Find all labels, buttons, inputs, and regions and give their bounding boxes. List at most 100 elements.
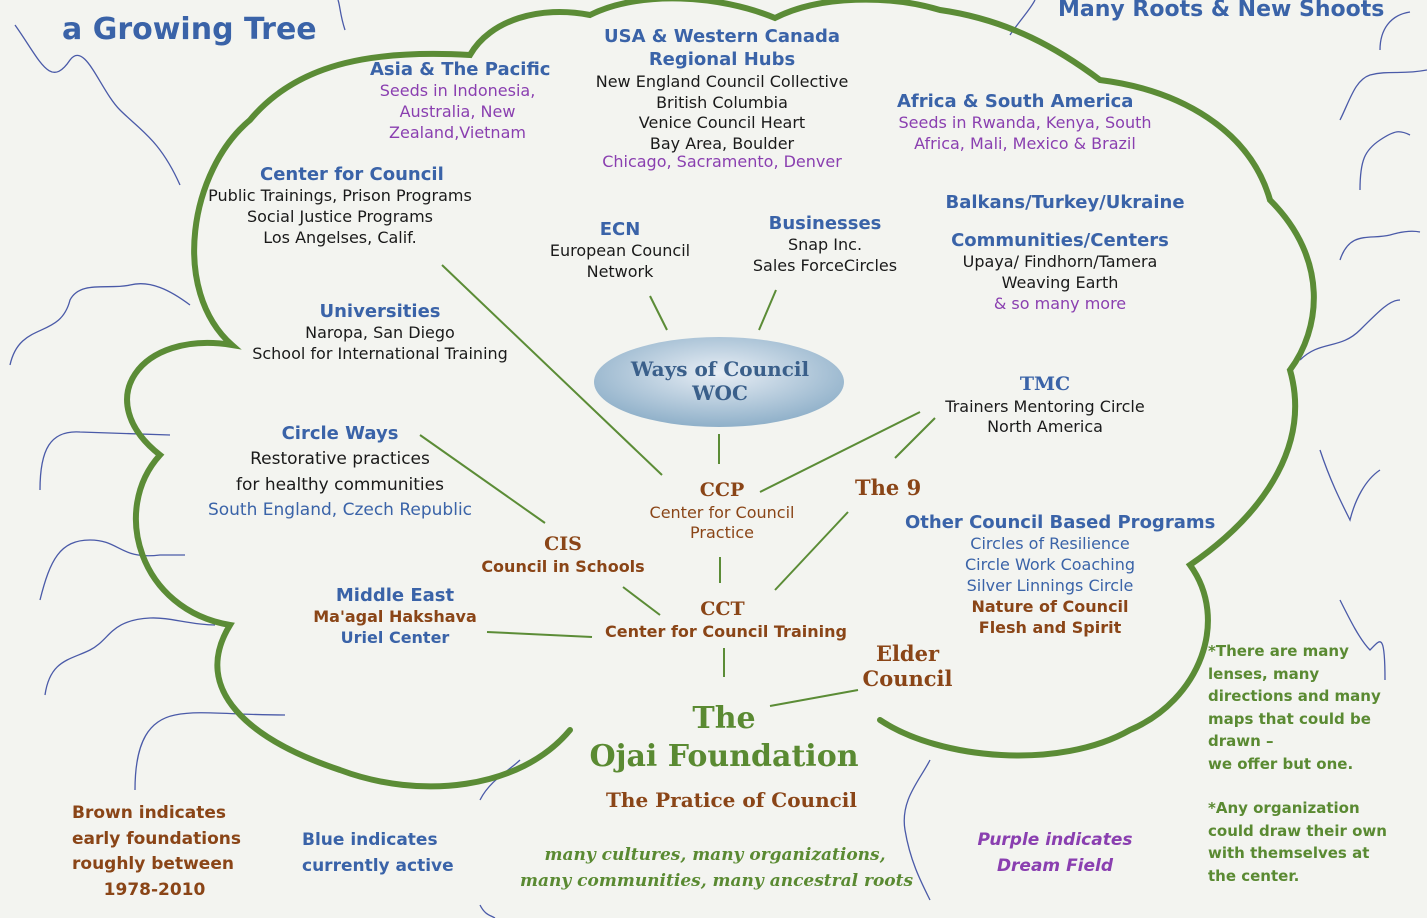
- circleways-blue-line: South England, Czech Republic: [207, 500, 473, 520]
- ccp-title: CCP: [699, 479, 745, 501]
- universities-line: Naropa, San Diego: [305, 323, 455, 343]
- asia-line: Australia, New: [399, 102, 516, 122]
- legend-brown: Brown indicates early foundations roughl…: [72, 801, 241, 903]
- cct-block: CCT Center for Council Training: [605, 597, 847, 642]
- asia-line: Zealand,Vietnam: [389, 122, 526, 142]
- usa-line: Bay Area, Boulder: [649, 134, 795, 154]
- other-title: Other Council Based Programs: [905, 512, 1216, 533]
- legend-brown-line: roughly between: [72, 854, 234, 874]
- ccp-line: Practice: [690, 523, 754, 543]
- tree-crown-outline: [124, 0, 1317, 790]
- circleways-line: Restorative practices: [250, 449, 430, 469]
- tagline-line: many communities, many ancestral roots: [520, 870, 914, 891]
- communities-title: Communities/Centers: [951, 230, 1169, 251]
- usa-block: USA & Western Canada Regional Hubs New E…: [592, 25, 852, 173]
- note-line: with themselves at: [1208, 844, 1370, 862]
- tagline: many cultures, many organizations, many …: [520, 843, 914, 894]
- cct-line: Center for Council Training: [605, 621, 847, 641]
- ojai-foundation-block: The Ojai Foundation: [574, 700, 874, 775]
- legend-brown-line: 1978-2010: [103, 879, 206, 900]
- asia-pacific-block: Asia & The Pacific Seeds in Indonesia, A…: [370, 58, 551, 144]
- cfc-line: Public Trainings, Prison Programs: [208, 186, 472, 206]
- woc-line: WOC: [692, 381, 748, 405]
- note-line: could draw their own: [1208, 821, 1387, 840]
- universities-block: Universities Naropa, San Diego School fo…: [245, 300, 515, 365]
- businesses-line: Snap Inc.: [787, 235, 863, 255]
- asia-title: Asia & The Pacific: [370, 59, 551, 80]
- usa-line: Venice Council Heart: [638, 113, 806, 133]
- notes-block: *There are many lenses, many directions …: [1208, 640, 1408, 887]
- woc-line: Ways of Council: [630, 357, 810, 381]
- usa-purple-line: Chicago, Sacramento, Denver: [602, 151, 842, 171]
- ecn-line: European Council: [549, 241, 691, 261]
- middle-east-block: Middle East Ma'agal Hakshava Uriel Cente…: [305, 584, 485, 649]
- note-line: *Any organization: [1208, 799, 1360, 817]
- cfc-title: Center for Council: [260, 164, 444, 185]
- note-line: maps that could be: [1208, 709, 1371, 728]
- circleways-line: for healthy communities: [236, 474, 444, 495]
- cis-title: CIS: [544, 533, 582, 555]
- businesses-title: Businesses: [768, 213, 882, 234]
- elder-line: Council: [862, 666, 953, 692]
- corner-title-left: a Growing Tree: [62, 12, 317, 47]
- cct-title: CCT: [700, 598, 745, 620]
- legend-purple: Purple indicates Dream Field: [975, 827, 1135, 880]
- circleways-title: Circle Ways: [281, 423, 399, 444]
- communities-line: Weaving Earth: [1001, 273, 1119, 293]
- woc-label: Ways of Council WOC: [620, 357, 820, 405]
- note-line: drawn –: [1208, 732, 1274, 750]
- communities-block: Communities/Centers Upaya/ Findhorn/Tame…: [945, 229, 1175, 315]
- africa-line: Africa, Mali, Mexico & Brazil: [914, 134, 1136, 154]
- balkans-title: Balkans/Turkey/Ukraine: [945, 192, 1185, 213]
- usa-line: British Columbia: [656, 92, 788, 112]
- note-line: the center.: [1208, 866, 1300, 885]
- middleeast-brown-line: Ma'agal Hakshava: [313, 607, 477, 627]
- tmc-line: North America: [987, 417, 1103, 437]
- other-blue-line: Silver Linnings Circle: [966, 575, 1134, 595]
- ojai-the: The: [692, 701, 756, 736]
- africa-block: Africa & South America Seeds in Rwanda, …: [885, 90, 1165, 155]
- usa-line: New England Council Collective: [595, 71, 849, 91]
- ojai-subtitle: The Pratice of Council: [606, 788, 857, 812]
- other-programs-block: Other Council Based Programs Circles of …: [905, 511, 1216, 638]
- universities-title: Universities: [319, 301, 441, 322]
- communities-purple-line: & so many more: [993, 293, 1127, 313]
- root-lines: [9, 0, 1427, 918]
- usa-title: USA & Western Canada: [604, 26, 840, 47]
- other-blue-line: Circle Work Coaching: [964, 555, 1136, 575]
- universities-line: School for International Training: [252, 344, 508, 364]
- corner-title-right: Many Roots & New Shoots: [1058, 0, 1385, 22]
- asia-line: Seeds in Indonesia,: [379, 81, 536, 101]
- balkans-block: Balkans/Turkey/Ukraine: [945, 191, 1185, 214]
- legend-purple-line: Purple indicates: [977, 830, 1133, 850]
- businesses-block: Businesses Snap Inc. Sales ForceCircles: [745, 212, 905, 277]
- other-blue-line: Circles of Resilience: [970, 534, 1130, 554]
- legend-blue: Blue indicates currently active: [302, 827, 454, 880]
- legend-purple-line: Dream Field: [996, 856, 1114, 877]
- note-spacer: [1208, 775, 1408, 797]
- legend-brown-line: early foundations: [72, 828, 241, 849]
- cfc-line: Los Angelses, Calif.: [263, 227, 417, 247]
- cis-line: Council in Schools: [481, 556, 645, 576]
- businesses-line: Sales ForceCircles: [752, 256, 898, 276]
- the-nine-label: The 9: [855, 475, 922, 500]
- africa-line: Seeds in Rwanda, Kenya, South: [898, 113, 1152, 133]
- tagline-line: many cultures, many organizations,: [544, 845, 886, 865]
- elder-council-block: Elder Council: [860, 641, 955, 691]
- middleeast-title: Middle East: [335, 585, 455, 606]
- ccp-line: Center for Council: [649, 502, 795, 522]
- usa-subtitle: Regional Hubs: [648, 49, 796, 71]
- note-line: *There are many: [1208, 642, 1349, 660]
- ccp-block: CCP Center for Council Practice: [632, 478, 812, 544]
- africa-title: Africa & South America: [897, 91, 1134, 112]
- ojai-title: Ojai Foundation: [589, 738, 859, 774]
- connector-lines: [419, 264, 936, 707]
- other-brown-line: Nature of Council: [971, 596, 1129, 616]
- tmc-title: TMC: [1019, 373, 1071, 395]
- ecn-block: ECN European Council Network: [540, 218, 700, 283]
- note-line: lenses, many: [1208, 664, 1320, 683]
- legend-blue-line: Blue indicates: [302, 830, 438, 850]
- note-line: directions and many: [1208, 687, 1381, 705]
- woc-ellipse: [594, 337, 844, 427]
- center-for-council-block: Center for Council Public Trainings, Pri…: [195, 163, 485, 249]
